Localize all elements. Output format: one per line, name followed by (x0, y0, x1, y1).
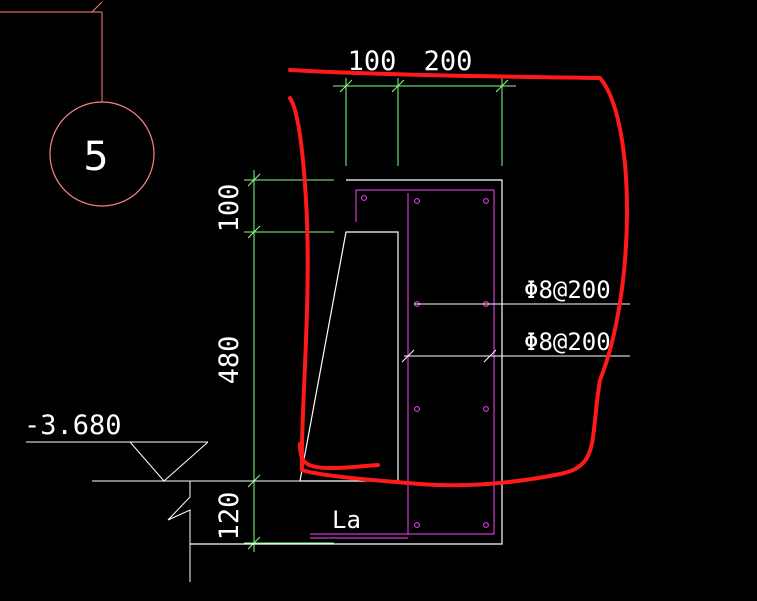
left-dim-tick-1 (247, 173, 261, 187)
rebar-dot (483, 522, 489, 528)
dim-top-right: 200 (424, 46, 473, 77)
detail-leader-tick (91, 1, 103, 13)
red-markup-stroke (298, 442, 380, 471)
detail-number: 5 (83, 134, 108, 180)
rebar-leaders (401, 303, 630, 363)
rebar-dot (414, 522, 420, 528)
dim-left-bottom: 120 (214, 492, 245, 541)
rebar-leader-tick-1 (401, 349, 415, 363)
rebar-dot (361, 195, 367, 201)
left-dimension (244, 170, 334, 552)
rebar-group (310, 189, 495, 539)
rebar-dot (414, 406, 420, 412)
red-markup-outline (288, 68, 629, 488)
anchorage-label: La (332, 506, 361, 534)
left-dim-tick-4 (247, 536, 261, 550)
elevation-triangle (129, 441, 209, 482)
rebar-dot (483, 198, 489, 204)
top-dim-tick-3 (495, 79, 509, 93)
top-dimension (333, 78, 516, 166)
rebar-dot (483, 406, 489, 412)
top-dim-tick-1 (339, 79, 353, 93)
top-dim-tick-2 (391, 79, 405, 93)
break-line (167, 481, 191, 582)
left-dim-tick-2 (247, 225, 261, 239)
detail-circle (49, 101, 155, 207)
dim-left-top: 100 (214, 184, 245, 233)
rebar-leader-tick-2 (483, 349, 497, 363)
dim-left-middle: 480 (214, 336, 245, 385)
rebar-dot (414, 198, 420, 204)
elevation-marker (26, 441, 300, 582)
detail-marker: 5 (0, 1, 155, 207)
outer-rebar (310, 189, 495, 535)
rebar-label-1: Φ8@200 (524, 276, 611, 304)
elevation-label: -3.680 (24, 410, 122, 441)
rebar-label-2: Φ8@200 (524, 328, 611, 356)
